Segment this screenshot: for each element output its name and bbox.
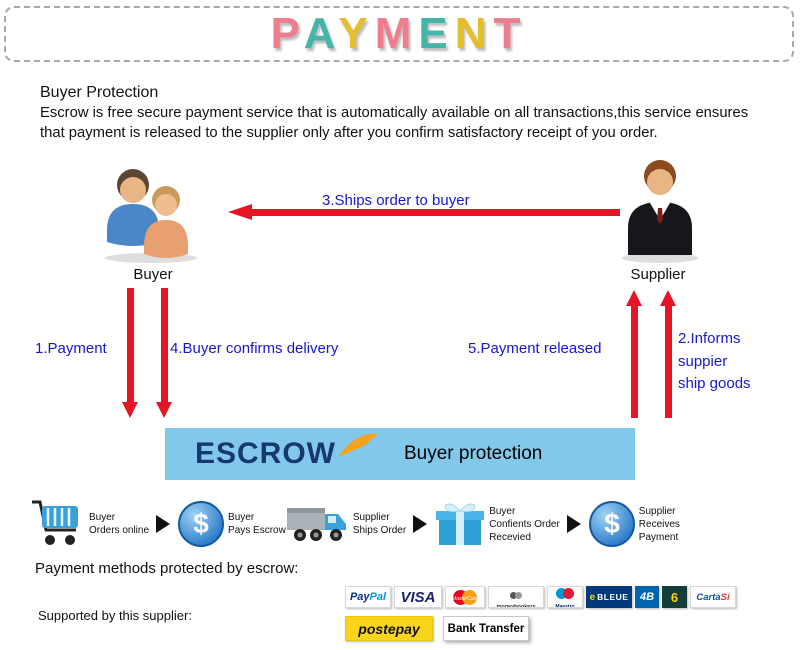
arrow-ships-order [228, 204, 620, 220]
truck-icon [286, 502, 350, 546]
mastercard-label: MasterCard [451, 596, 479, 602]
moneybookers-label: moneybookers [496, 604, 536, 608]
mastercard-logo: MasterCard [445, 586, 485, 608]
step4-label: 4.Buyer confirms delivery [170, 340, 339, 357]
arrow-payment-down [122, 288, 138, 418]
arrow-informs-up [660, 290, 676, 418]
payment-title-letter: T [493, 9, 528, 58]
flow-arrow-icon [566, 515, 581, 533]
payment-header: PAYMENT [4, 6, 794, 62]
6000-logo: 6 [662, 586, 687, 608]
svg-text:$: $ [604, 508, 620, 539]
escrow-banner: ESCROW Buyer protection [165, 428, 635, 480]
carte-bleue-e: e [589, 591, 596, 603]
buyer-label: Buyer [133, 266, 173, 283]
cart-icon [30, 498, 86, 550]
payment-title-letter: M [374, 9, 419, 58]
cartasi-label-carta: Carta [696, 591, 721, 603]
flow-arrow-icon [413, 515, 428, 533]
paypal-label-pay: Pay [349, 591, 370, 603]
flow-step-label: Buyer Orders online [89, 512, 150, 536]
payment-title-letter: A [303, 9, 339, 58]
dollar-coin-icon: $ [177, 500, 225, 548]
flow-step-ship: Supplier Ships Order [286, 502, 406, 546]
flow-arrow-icon [156, 515, 171, 533]
buyer-protection-description: Escrow is free secure payment service th… [40, 105, 749, 141]
flow-step-label: Supplier Receives Payment [638, 505, 680, 543]
payment-title-letter: E [418, 9, 455, 58]
arrow-release-up [626, 290, 642, 418]
carte-bleue-label: BLEUE [597, 592, 629, 602]
process-flow: Buyer Orders online $ Buyer Pays Escrow [30, 490, 792, 558]
maestro-circles [556, 587, 574, 604]
payment-logos-row2: postepay Bank Transfer [345, 616, 529, 641]
escrow-brand: ESCROW [195, 437, 336, 470]
postepay-logo: postepay [345, 616, 433, 641]
flow-step-confirm: Buyer Confients Order Recevied [434, 499, 560, 549]
bank-transfer-logo: Bank Transfer [443, 616, 529, 641]
paypal-label-pal: Pal [369, 591, 387, 603]
flow-step-label: Buyer Pays Escrow [228, 512, 286, 536]
payment-title-letter: N [454, 9, 494, 58]
supported-by-supplier-label: Supported by this supplier: [38, 608, 192, 623]
gift-icon [434, 499, 486, 549]
flow-step-label: Buyer Confients Order Recevied [489, 505, 560, 543]
step1-label: 1.Payment [35, 340, 107, 357]
protected-methods-heading: Payment methods protected by escrow: [35, 560, 299, 577]
flow-step-label: Supplier Ships Order [352, 512, 407, 536]
flow-step-receive: $ Supplier Receives Payment [588, 500, 715, 548]
escrow-tagline: Buyer protection [404, 443, 543, 464]
payment-title-letter: P [270, 9, 304, 58]
payment-title: PAYMENT [271, 9, 528, 59]
payment-title-letter: Y [338, 9, 375, 58]
arrow-confirm-down [156, 288, 172, 418]
moneybookers-circles [510, 587, 522, 604]
step2-label: 2.Informs suppier ship goods [678, 330, 751, 392]
step5-label: 5.Payment released [468, 340, 602, 357]
svg-text:$: $ [193, 508, 209, 539]
mastercard-orange-circle [462, 589, 477, 605]
flow-step-order: Buyer Orders online [30, 498, 149, 550]
supplier-label: Supplier [630, 266, 686, 283]
supplier-avatar-icon [618, 158, 702, 269]
buyer-avatar-icon [95, 164, 207, 269]
carte-bleue-logo: e BLEUE [586, 586, 632, 608]
maestro-label: Maestro [555, 604, 575, 608]
escrow-swoosh-icon [338, 432, 378, 463]
buyer-protection-heading: Buyer Protection [40, 84, 159, 101]
dollar-coin-icon: $ [588, 500, 636, 548]
maestro-logo: Maestro [547, 586, 583, 608]
4b-logo: 4B [635, 586, 659, 608]
visa-logo: VISA [394, 586, 442, 608]
step3-label: 3.Ships order to buyer [322, 192, 470, 209]
flow-step-pay: $ Buyer Pays Escrow [177, 500, 286, 548]
cartasi-label-si: Si [720, 591, 730, 603]
moneybookers-logo: moneybookers [488, 586, 544, 608]
